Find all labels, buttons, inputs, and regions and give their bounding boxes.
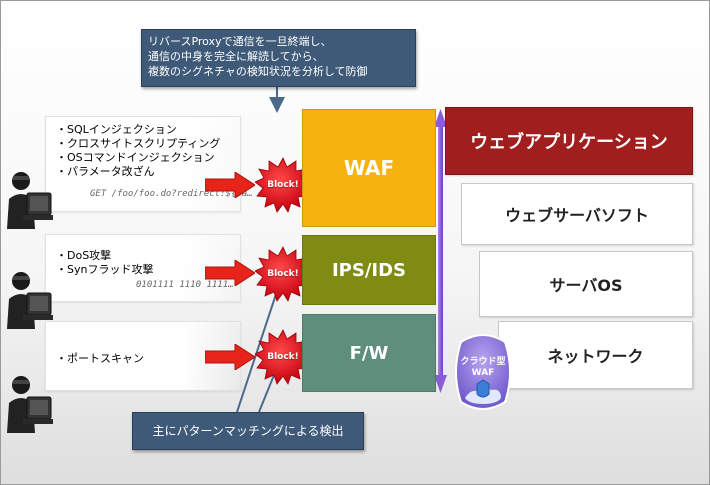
hacker-icon [7,172,53,229]
block-label: Block! [267,269,299,279]
attack-item: ポートスキャン [56,352,240,366]
attack-arrow-icon [205,260,255,286]
reverse-proxy-callout: リバースProxyで通信を一旦終端し、 通信の中身を完全に解読してから、 複数の… [141,29,416,87]
stack-web-application: ウェブアプリケーション [445,107,693,175]
hacker-icon [7,376,53,433]
attack-item: パラメータ改ざん [56,165,240,179]
cloud-waf-label: クラウド型 WAF [460,357,506,378]
layer-ips-ids: IPS/IDS [302,235,436,305]
attack-item: クロスサイトスクリプティング [56,137,240,151]
hacker-icon [7,272,53,329]
attack-panel-dos: DoS攻撃 Synフラッド攻撃 0101111 1110 1111… [45,234,241,302]
coverage-double-arrow [434,109,447,393]
pattern-matching-callout: 主にパターンマッチングによる検出 [132,412,364,450]
attack-sample-web: GET /foo/foo.do?redirect:${#a… [90,189,253,199]
attack-list-web: SQLインジェクション クロスサイトスクリプティング OSコマンドインジェクショ… [46,117,240,179]
attack-item: DoS攻撃 [56,249,240,263]
block-label: Block! [267,352,299,362]
attack-list-scan: ポートスキャン [46,322,240,366]
stack-web-server-software: ウェブサーバソフト [461,183,693,245]
attack-list-dos: DoS攻撃 Synフラッド攻撃 [46,235,240,277]
attack-panel-web: SQLインジェクション クロスサイトスクリプティング OSコマンドインジェクショ… [45,116,253,212]
attack-item: Synフラッド攻撃 [56,263,240,277]
attack-item: SQLインジェクション [56,123,240,137]
layer-waf: WAF [302,109,436,227]
cloud-waf-icon [455,334,511,410]
stack-network: ネットワーク [498,321,693,389]
layer-firewall: F/W [302,314,436,392]
stack-server-os: サーバOS [479,251,693,317]
block-label: Block! [267,180,299,190]
attack-item: OSコマンドインジェクション [56,151,240,165]
attack-sample-dos: 0101111 1110 1111… [136,280,234,290]
attack-arrow-icon [205,344,255,370]
attack-arrow-icon [205,172,255,198]
